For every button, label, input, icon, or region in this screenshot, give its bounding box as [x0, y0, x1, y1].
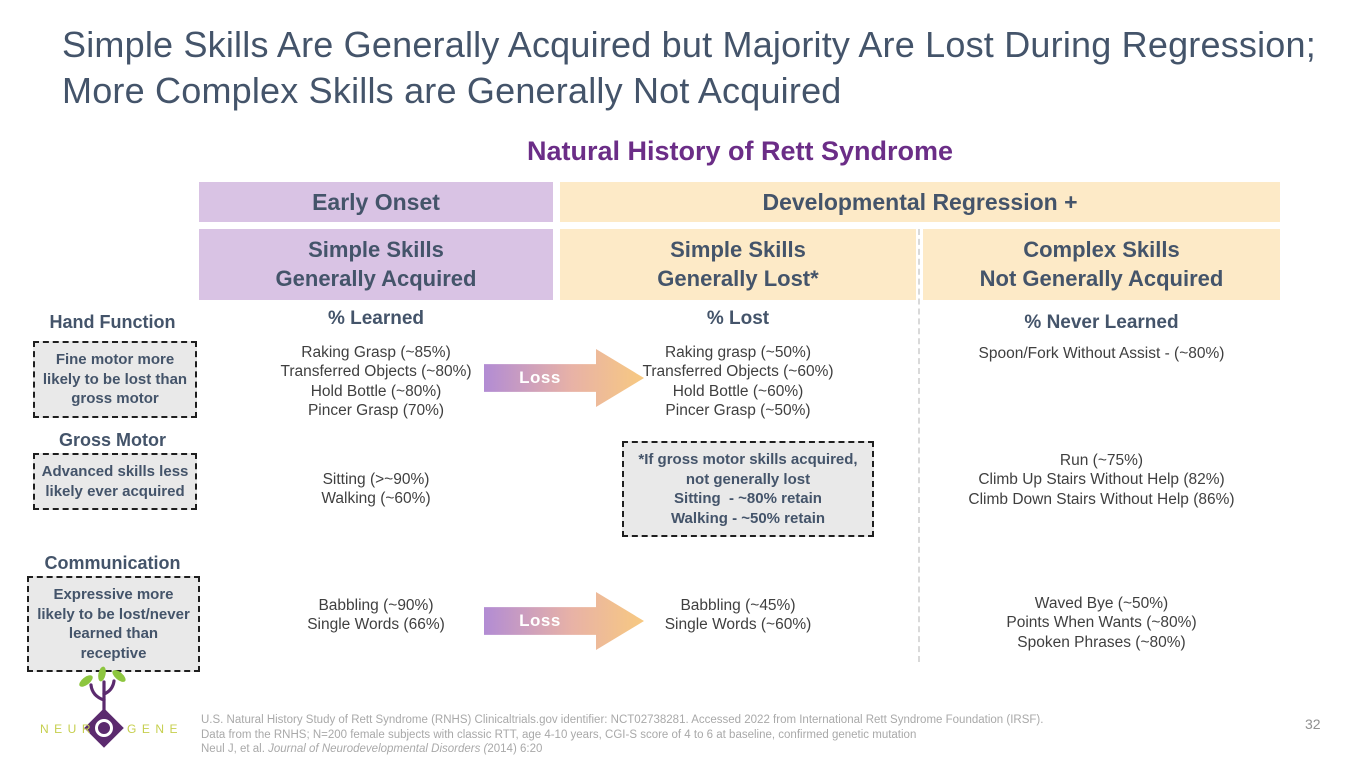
column-header-simple-skills-lost: Simple Skills Generally Lost*	[560, 229, 916, 300]
note-gross-motor-retention: *If gross motor skills acquired,not gene…	[622, 441, 874, 537]
logo-diamond-icon	[84, 708, 124, 748]
hand-function-lost-list: Raking grasp (~50%)Transferred Objects (…	[642, 344, 834, 420]
category-communication: Communication	[44, 553, 181, 573]
logo-leaves	[79, 666, 126, 687]
metric-header-lost: % Lost	[706, 308, 770, 329]
metric-header-never-learned: % Never Learned	[1024, 312, 1179, 333]
hand-function-learned-list: Raking Grasp (~85%)Transferred Objects (…	[280, 344, 472, 420]
footnote-line-1: U.S. Natural History Study of Rett Syndr…	[201, 714, 1044, 726]
column-header-complex-skills: Complex Skills Not Generally Acquired	[923, 229, 1280, 300]
category-hand-function: Hand Function	[49, 312, 176, 332]
gross-motor-never-learned-list: Run (~75%)Climb Up Stairs Without Help (…	[968, 452, 1235, 508]
page-title: Simple Skills Are Generally Acquired but…	[62, 24, 1316, 111]
phase-header-developmental-regression: Developmental Regression +	[560, 182, 1280, 222]
logo-tree-icon	[89, 679, 116, 714]
loss-arrow-label: Loss	[519, 611, 561, 630]
footnote-line-2: Data from the RNHS; N=200 female subject…	[201, 728, 917, 741]
note-hand-function: Fine motor more likely to be lost than g…	[33, 341, 197, 418]
column-divider-dashed	[918, 229, 920, 662]
footnote-line-3: Neul J, et al. Journal of Neurodevelopme…	[201, 743, 543, 756]
column-header-line2: Generally Lost*	[657, 265, 819, 291]
category-gross-motor: Gross Motor	[58, 430, 166, 450]
column-header-line1: Simple Skills	[308, 236, 444, 262]
loss-arrow-label: Loss	[519, 368, 561, 387]
column-header-line2: Not Generally Acquired	[979, 265, 1224, 291]
note-gross-motor: Advanced skills less likely ever acquire…	[33, 453, 197, 510]
chart-title: Natural History of Rett Syndrome	[526, 136, 954, 166]
footnotes: U.S. Natural History Study of Rett Syndr…	[201, 713, 1161, 757]
communication-learned-list: Babbling (~90%)Single Words (66%)	[307, 597, 445, 634]
gross-motor-learned-list: Sitting (>~90%)Walking (~60%)	[321, 471, 431, 508]
note-communication: Expressive more likely to be lost/never …	[27, 576, 200, 672]
page-number: 32	[1305, 716, 1321, 732]
column-header-line1: Simple Skills	[670, 236, 806, 262]
phase-header-early-onset: Early Onset	[199, 182, 553, 222]
logo-text-right: GENE	[127, 722, 178, 736]
column-header-line1: Complex Skills	[1023, 236, 1180, 262]
neurogene-logo: NEUR GENE	[40, 666, 178, 748]
communication-lost-list: Babbling (~45%)Single Words (~60%)	[664, 597, 812, 634]
metric-header-learned: % Learned	[327, 308, 425, 329]
logo-text-left: NEUR	[40, 722, 96, 736]
column-header-simple-skills-acquired: Simple Skills Generally Acquired	[199, 229, 553, 300]
communication-never-learned-list: Waved Bye (~50%)Points When Wants (~80%)…	[1006, 595, 1197, 651]
column-header-line2: Generally Acquired	[275, 265, 477, 291]
hand-function-never-learned-list: Spoon/Fork Without Assist - (~80%)	[978, 345, 1225, 362]
